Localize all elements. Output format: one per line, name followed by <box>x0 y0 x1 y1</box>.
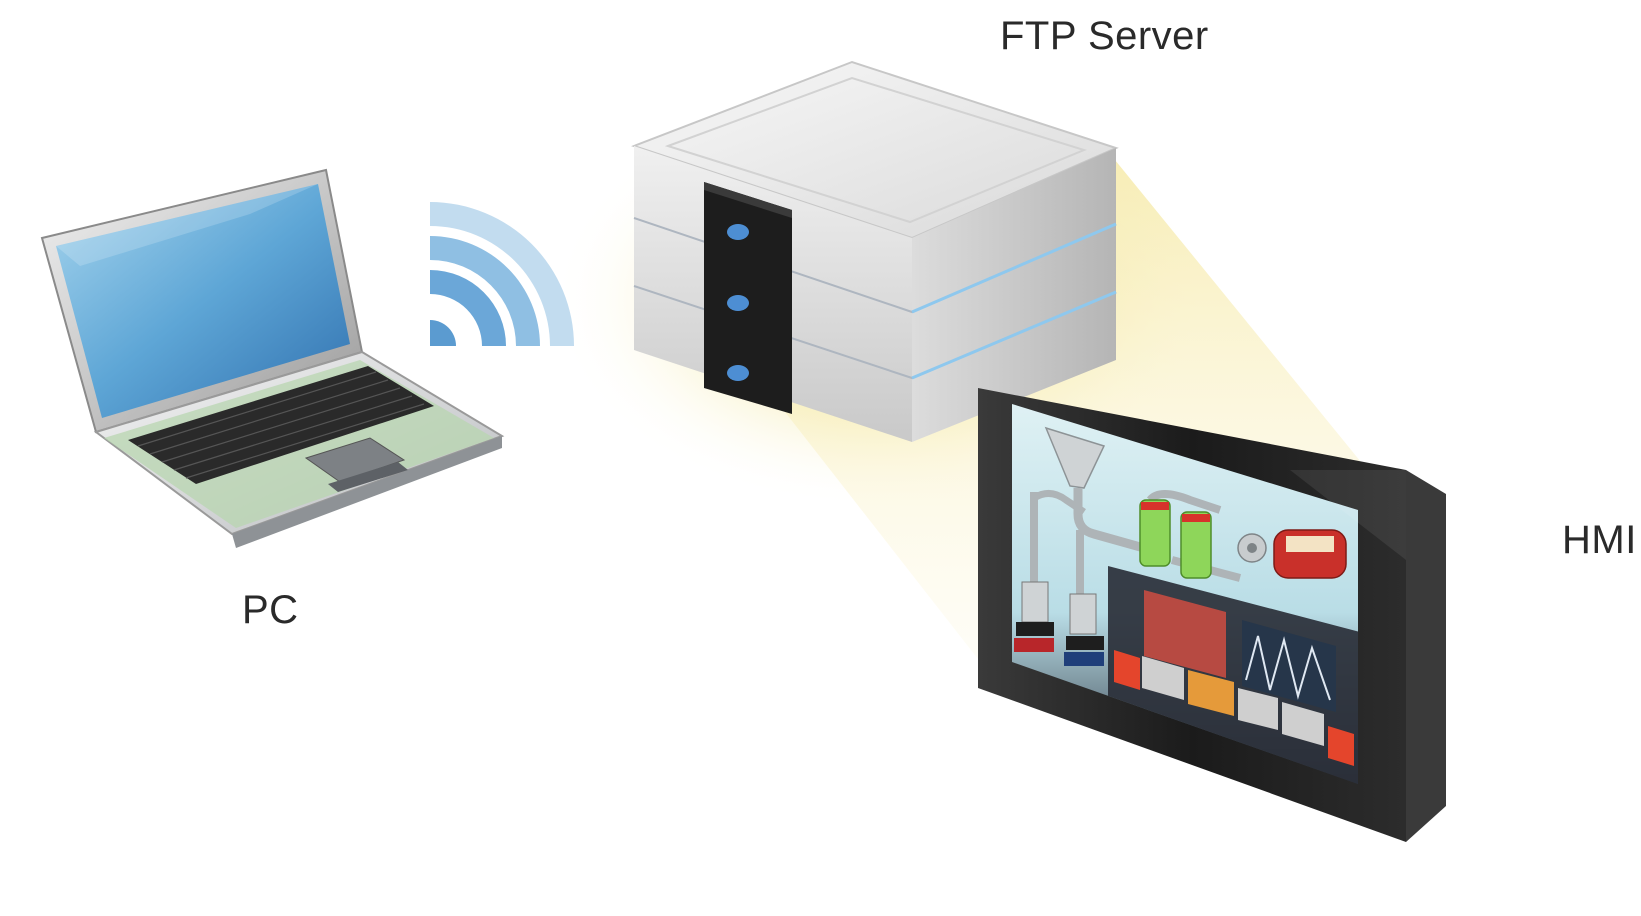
laptop-icon <box>40 168 505 548</box>
hmi-label: HMI <box>1562 518 1637 562</box>
status-led <box>727 295 749 311</box>
status-led <box>727 224 749 240</box>
hmi-panel-icon <box>978 388 1446 842</box>
ftp-server-label: FTP Server <box>1000 14 1209 58</box>
ftp-server-icon <box>631 60 1119 442</box>
status-led <box>727 365 749 381</box>
pc-label: PC <box>242 588 299 632</box>
wifi-icon <box>430 202 574 346</box>
